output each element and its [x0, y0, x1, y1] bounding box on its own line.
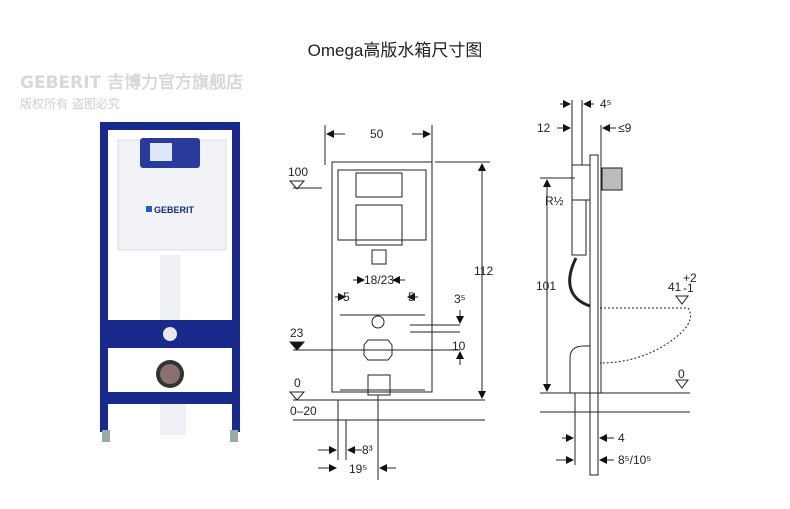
page-title: Omega高版水箱尺寸图 [307, 41, 483, 60]
watermark-brand: GEBERIT 吉博力官方旗舰店 [20, 72, 243, 93]
watermark: GEBERIT 吉博力官方旗舰店 版权所有 盗图必究 [20, 72, 243, 111]
svg-text:100: 100 [288, 165, 308, 179]
svg-text:8⁵/10⁵: 8⁵/10⁵ [618, 453, 651, 467]
svg-text:18/23: 18/23 [364, 273, 394, 287]
svg-text:4: 4 [618, 431, 625, 445]
svg-text:41: 41 [668, 280, 682, 294]
watermark-notice: 版权所有 盗图必究 [20, 96, 120, 111]
svg-text:10: 10 [452, 339, 466, 353]
svg-text:112: 112 [474, 264, 493, 278]
svg-text:0: 0 [678, 367, 685, 381]
front-view [288, 125, 490, 480]
svg-text:0–20: 0–20 [290, 404, 317, 418]
svg-text:+2: +2 [683, 271, 697, 285]
svg-text:5: 5 [343, 290, 350, 304]
svg-text:50: 50 [370, 127, 384, 141]
side-view [540, 100, 691, 476]
front-view-labels: 50 100 112 18/23 5 5 23 3⁵ 10 0 0–20 8³ … [288, 127, 493, 476]
svg-text:3⁵: 3⁵ [454, 292, 466, 306]
svg-text:≤9: ≤9 [618, 121, 632, 135]
svg-text:4⁵: 4⁵ [600, 97, 612, 111]
svg-text:12: 12 [537, 121, 551, 135]
product-photo: GEBERIT [100, 122, 240, 442]
side-view-labels: 4⁵ 12 ≤9 R½ 101 41 +2 -1 0 4 8⁵/10⁵ [536, 97, 697, 467]
svg-text:0: 0 [294, 376, 301, 390]
svg-text:5: 5 [408, 290, 415, 304]
svg-text:23: 23 [290, 326, 304, 340]
svg-text:19⁵: 19⁵ [349, 462, 367, 476]
svg-text:101: 101 [536, 279, 556, 293]
svg-text:GEBERIT: GEBERIT [154, 205, 195, 215]
svg-text:R½: R½ [545, 194, 564, 208]
svg-text:-1: -1 [683, 281, 694, 295]
svg-text:8³: 8³ [362, 443, 373, 457]
